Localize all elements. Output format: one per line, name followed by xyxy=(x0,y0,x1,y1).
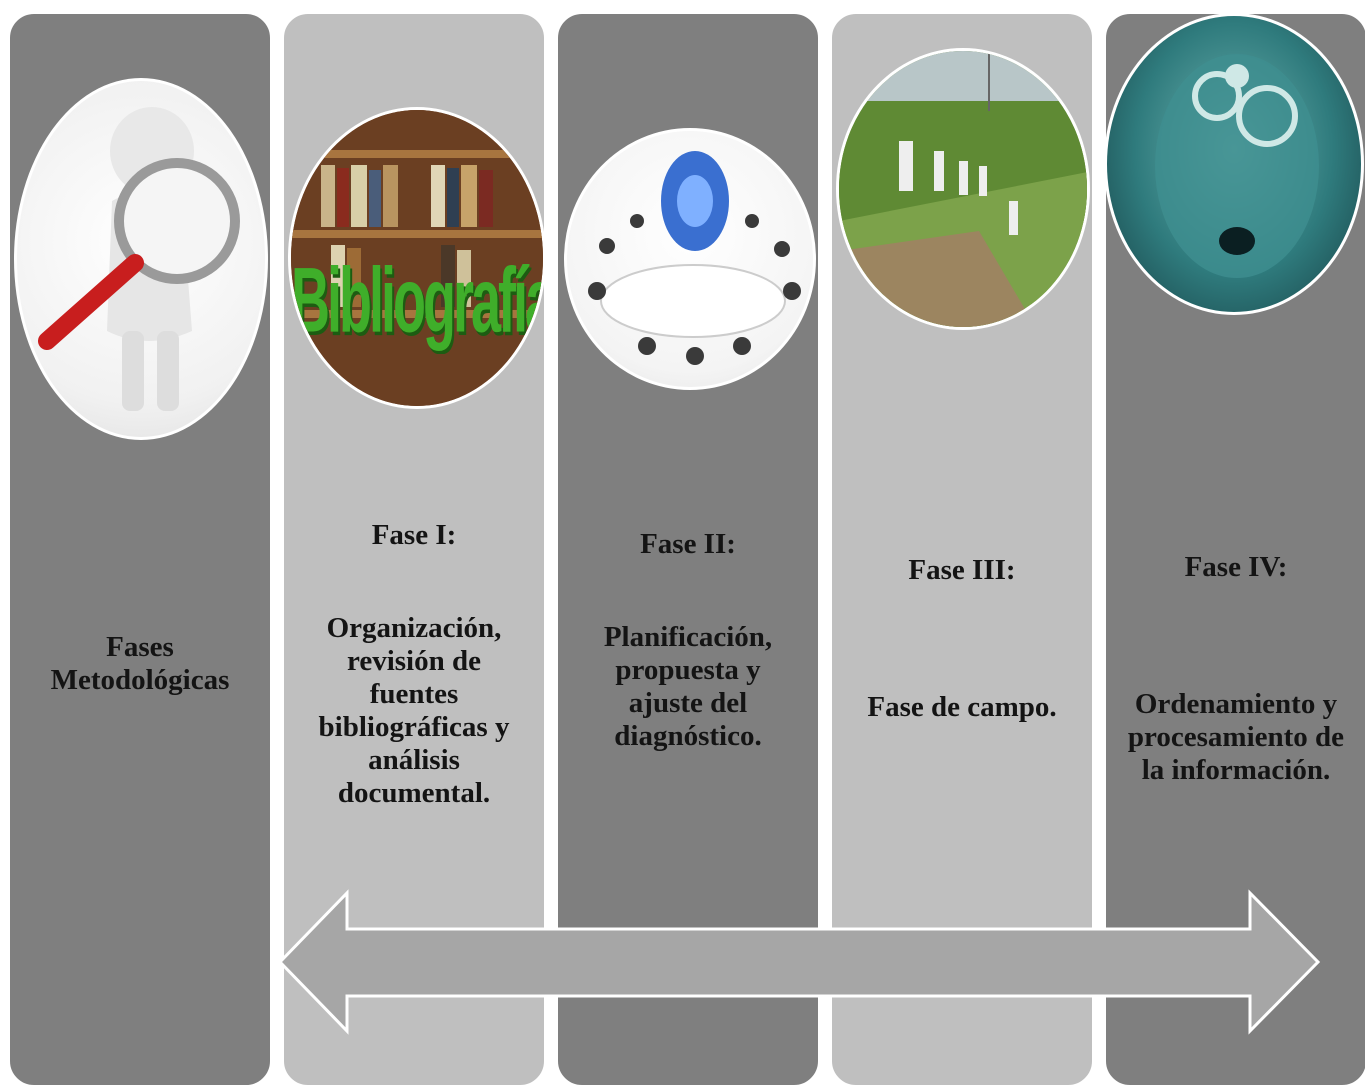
fase-1-heading: Fase I: xyxy=(371,519,457,551)
meeting-round-table-image xyxy=(564,128,816,390)
intro-label: Fases Metodológicas xyxy=(50,631,230,696)
bibliography-wordart: Bibliografía xyxy=(291,250,546,352)
fase-3-heading: Fase III: xyxy=(908,554,1016,586)
bibliography-bookshelf-image: Bibliografía xyxy=(288,107,546,409)
fase-3-description: Fase de campo. xyxy=(867,691,1057,723)
column-fase-2: Fase II: Planificación, propuesta y ajus… xyxy=(556,12,820,1087)
fase-4-description: Ordenamiento y procesamiento de la infor… xyxy=(1127,688,1345,786)
column-fase-4: Fase IV: Ordenamiento y procesamiento de… xyxy=(1104,12,1365,1087)
fase-2-description: Planificación, propuesta y ajuste del di… xyxy=(603,621,773,752)
field-work-image xyxy=(836,48,1090,330)
column-fase-3: Fase III: Fase de campo. xyxy=(830,12,1094,1087)
fase-4-heading: Fase IV: xyxy=(1184,551,1288,583)
fase-2-heading: Fase II: xyxy=(640,528,736,560)
head-gears-image xyxy=(1104,13,1364,315)
column-intro: Fases Metodológicas xyxy=(8,12,272,1087)
magnifier-figure-image xyxy=(14,78,268,440)
fase-1-description: Organización, revisión de fuentes biblio… xyxy=(318,612,510,809)
column-fase-1: Bibliografía Fase I: Organización, revis… xyxy=(282,12,546,1087)
